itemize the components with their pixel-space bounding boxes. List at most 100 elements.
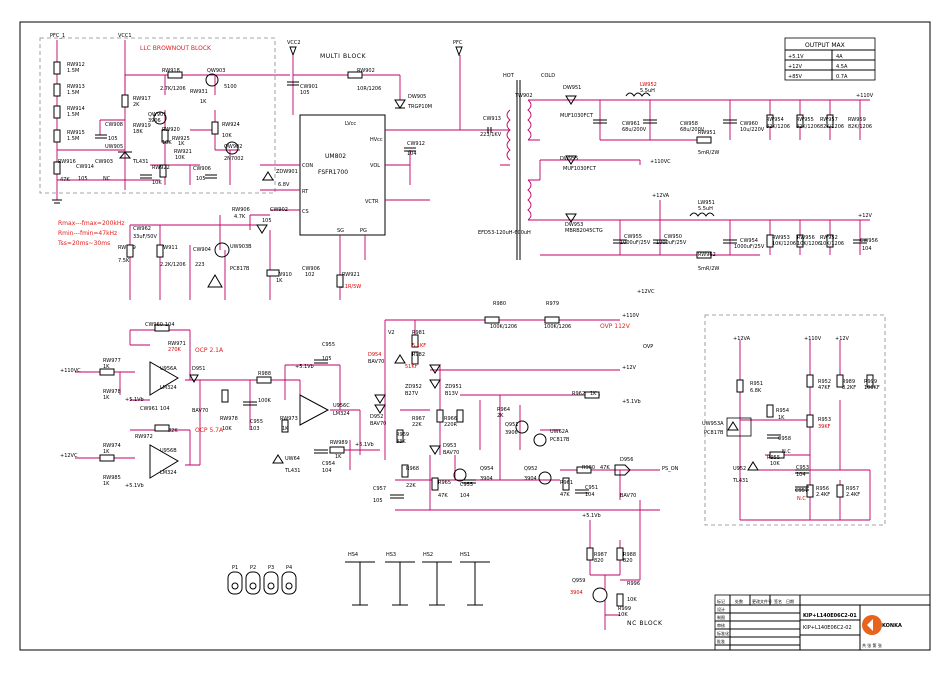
lbl-cw904: CW904 <box>193 247 211 253</box>
lbl-dw951-val: MUF1030FCT <box>560 113 594 119</box>
lbl-rw911: RW911 <box>160 245 178 251</box>
lbl-rw902-val: 10R/1206 <box>357 86 381 92</box>
lbl-r960: R960 <box>582 465 595 471</box>
tb-col-2: 更改文件号 <box>752 598 772 604</box>
ic-pin-pg: PG <box>360 228 367 234</box>
lbl-rw989: RW989 <box>330 440 348 446</box>
lbl-cw906b: CW906 <box>302 266 320 272</box>
lbl-r982: R982 <box>412 352 425 358</box>
ic-pin-hvcc: HVcc <box>370 137 383 143</box>
llc-brownout-title: LLC BROWNOUT BLOCK <box>140 45 212 52</box>
lbl-pad-p1: P1 <box>232 565 238 571</box>
tb-row-1: 制图 <box>717 614 725 620</box>
ic-pin-vctr: VCTR <box>365 199 379 205</box>
note-ocp1: OCP 2.1A <box>195 347 224 354</box>
lbl-cw961b-val: 104 <box>160 406 170 412</box>
lbl-d956: D956 <box>620 457 633 463</box>
lbl-c955a-val: 103 <box>250 426 260 432</box>
lbl-zdw901-val: 6.8V <box>278 182 290 188</box>
lbl-rw924: RW924 <box>222 122 240 128</box>
lbl-r951: R951 <box>750 381 763 387</box>
lbl-uw903b: UW903B <box>230 244 252 250</box>
lbl-rw954: RW954 <box>766 117 784 123</box>
lbl-d951: D951 <box>192 366 205 372</box>
lbl-r962-val: 1K <box>590 391 597 397</box>
tb-col-4: 日期 <box>786 598 794 604</box>
lbl-lw952-val: 5.5uH <box>640 88 655 94</box>
lbl-uw62a-val: PC817B <box>550 437 570 443</box>
lbl-rw916: RW916 <box>58 159 76 165</box>
rail-110v: +110V <box>856 93 874 99</box>
lbl-rw921b: RW921 <box>174 149 192 155</box>
rail-12v-out: +12V <box>858 213 873 219</box>
lbl-qw902: QW902 <box>224 144 242 150</box>
lbl-r999: R999 <box>864 379 877 385</box>
lbl-rw978-val: 1K <box>103 395 110 401</box>
controller-ic <box>250 55 461 270</box>
llc-brownout-box <box>39 37 276 194</box>
lbl-r968-val: 22K <box>406 483 416 489</box>
lbl-rw921: RW921 <box>342 272 360 278</box>
lbl-tw902-val: EFD53-120uH-600uH <box>478 230 531 236</box>
lbl-cw954-val: 1000uF/25V <box>734 244 765 250</box>
lbl-r988b-val: 820 <box>623 558 633 564</box>
title-block <box>714 594 931 651</box>
note-ocp2: OCP 5.7A <box>195 427 224 434</box>
lbl-rw917: RW917 <box>133 96 151 102</box>
lbl-rw921b-val: 10K <box>175 155 185 161</box>
lbl-d956-val: BAV70 <box>620 493 636 499</box>
lbl-r999b: R999 <box>618 606 631 612</box>
lbl-cw908-val: 105 <box>108 136 118 142</box>
lbl-d953: D953 <box>443 443 456 449</box>
mounting-pads <box>227 571 297 595</box>
transformer-tw902 <box>460 80 540 260</box>
lbl-d954: D954 <box>368 352 381 358</box>
rail-pfc1: PFC_1 <box>50 33 65 39</box>
lbl-zd952-val: B27V <box>405 391 419 397</box>
lbl-rw918-val: 2.7K/1206 <box>160 86 186 92</box>
lbl-rw914: RW914 <box>67 106 85 112</box>
lbl-r988b: R988 <box>623 552 636 558</box>
lbl-cw961b: CW961 <box>140 406 158 412</box>
lbl-cw903: CW903 <box>95 159 113 165</box>
rail-51vb-ovp: +5.1Vb <box>622 399 641 405</box>
lbl-uw903b-val: PC817B <box>230 266 250 272</box>
lbl-r961-val: 47K <box>560 492 570 498</box>
lbl-hs3: HS3 <box>386 552 396 558</box>
note-rmin: Rmin---fmin=47kHz <box>58 230 117 237</box>
lbl-cw956: CW956 <box>860 238 878 244</box>
tb-row-0: 设计 <box>717 606 725 612</box>
rail-51vb-ocp2: +5.1Vb <box>355 442 374 448</box>
lbl-rw910: RW910 <box>274 272 292 278</box>
lbl-hs4: HS4 <box>348 552 358 558</box>
lbl-r956-val: 2.4KF <box>816 492 830 498</box>
note-ovp112: OVP 112V <box>600 323 631 330</box>
lbl-rw931-val: 1K <box>200 99 207 105</box>
lbl-dw905: DW905 <box>408 94 426 100</box>
lbl-c956: C955 <box>322 342 335 348</box>
lbl-r968: R968 <box>406 466 419 472</box>
lbl-rw959-val: 82K/1206 <box>848 124 872 130</box>
lbl-cw906-val: 105 <box>196 176 206 182</box>
tb-row-4: 批准 <box>717 638 725 644</box>
ic-pin-con: CON <box>302 163 313 169</box>
lbl-qw903-val: 5100 <box>224 84 237 90</box>
lbl-rw925: RW925 <box>172 136 190 142</box>
lbl-q951-val: 3906 <box>505 430 518 436</box>
secondary-output <box>539 92 870 259</box>
lbl-cw914-val: 105 <box>78 176 88 182</box>
lbl-rw956-val: 10K/1206 <box>797 241 821 247</box>
tb-col-0: 标记 <box>717 598 725 604</box>
lbl-rw974: RW974 <box>103 443 121 449</box>
lbl-cw960: CW960 <box>740 121 758 127</box>
lbl-rw918: RW918 <box>162 68 180 74</box>
tb-row-2: 审核 <box>717 622 725 628</box>
lbl-q951: Q951 <box>505 422 518 428</box>
lbl-rw977-val: 1K <box>103 364 110 370</box>
output-table-title: OUTPUT MAX <box>805 42 845 49</box>
lbl-d952-val: BAV70 <box>370 421 386 427</box>
rail-pfc: PFC <box>453 40 463 46</box>
lbl-cw913: CW913 <box>483 116 501 122</box>
lbl-r951-val: 6.8K <box>750 388 762 394</box>
